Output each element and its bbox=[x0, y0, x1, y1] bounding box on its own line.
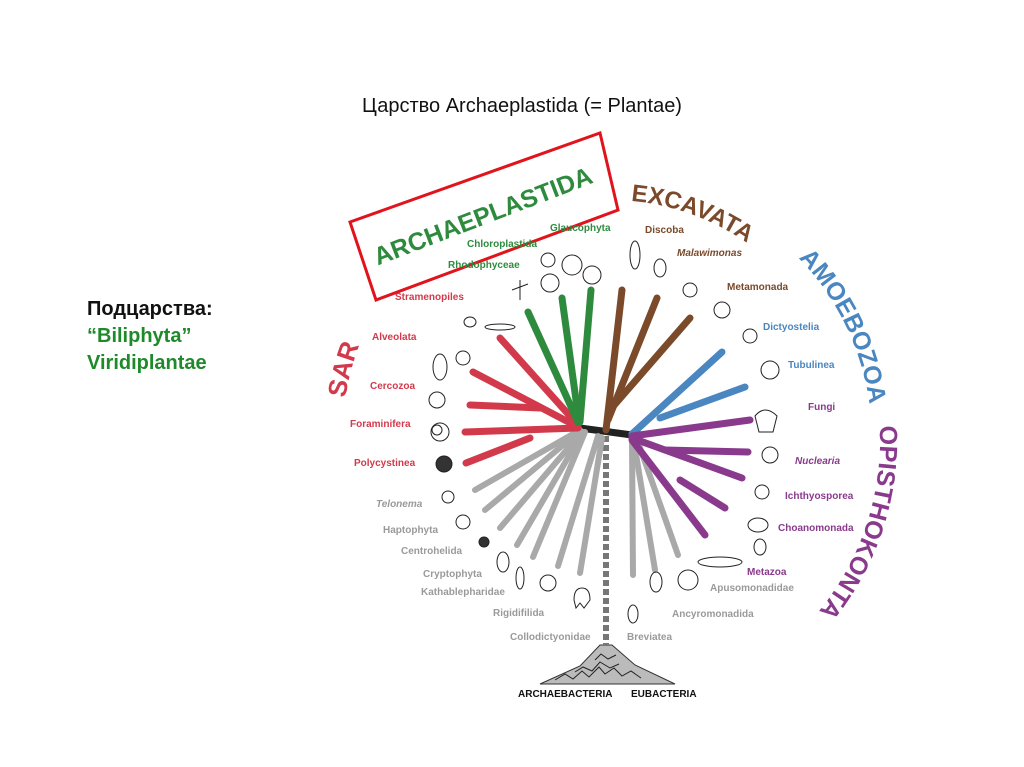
slide-title: Царство Archaeplastida (= Plantae) bbox=[362, 95, 682, 117]
taxon-foraminifera: Foraminifera bbox=[350, 419, 411, 430]
root-eubacteria: EUBACTERIA bbox=[631, 689, 697, 700]
subkingdom-viridiplantae: Viridiplantae bbox=[87, 352, 207, 374]
branch-stramenopiles bbox=[496, 334, 582, 429]
branch-rigidifilida bbox=[555, 433, 601, 569]
root-archaebacteria: ARCHAEBACTERIA bbox=[518, 689, 612, 700]
branch-metazoa bbox=[628, 436, 709, 539]
branch-ichthyosporea bbox=[628, 434, 746, 482]
branch-fungi bbox=[628, 416, 754, 440]
amoebozoa-branches bbox=[628, 348, 749, 438]
taxon-collodictyonidae: Collodictyonidae bbox=[510, 632, 591, 643]
branch-tubulinea bbox=[656, 383, 749, 422]
branch-cercozoa bbox=[466, 401, 544, 412]
taxon-metazoa: Metazoa bbox=[747, 567, 787, 578]
supergroup-excavata-label: EXCAVATA bbox=[630, 180, 758, 248]
taxon-breviatea: Breviatea bbox=[627, 632, 672, 643]
taxon-cryptophyta: Cryptophyta bbox=[423, 569, 482, 580]
taxon-centrohelida: Centrohelida bbox=[401, 546, 463, 557]
branch-collodictyonidae bbox=[577, 435, 605, 576]
taxon-polycystinea: Polycystinea bbox=[354, 458, 416, 469]
taxon-ichthyosporea: Ichthyosporea bbox=[785, 491, 854, 502]
taxon-stramenopiles: Stramenopiles bbox=[395, 292, 464, 303]
branch-nuclearia bbox=[661, 446, 752, 456]
other-branches bbox=[472, 427, 681, 578]
taxon-malawimonas: Malawimonas bbox=[677, 248, 742, 259]
supergroup-sar: SAR bbox=[322, 337, 365, 399]
opisthokonta-branches bbox=[628, 416, 754, 539]
supergroup-sar-label: SAR bbox=[322, 337, 365, 399]
supergroup-archaeplastida: ARCHAEPLASTIDA bbox=[370, 162, 597, 271]
taxon-chloroplastida: Chloroplastida bbox=[467, 239, 537, 250]
branch-choanomonada bbox=[676, 476, 729, 512]
taxon-metamonada: Metamonada bbox=[727, 282, 789, 293]
taxon-rhodophyceae: Rhodophyceae bbox=[448, 260, 520, 271]
branch-breviatea bbox=[629, 437, 636, 578]
branch-rhodophyceae bbox=[524, 308, 582, 426]
branch-centrohelida bbox=[497, 429, 585, 531]
organism-sketches bbox=[428, 240, 780, 624]
branch-haptophyta bbox=[482, 428, 583, 513]
taxon-discoba: Discoba bbox=[645, 225, 684, 236]
subkingdoms-heading: Подцарства: bbox=[87, 298, 213, 320]
taxon-nuclearia: Nuclearia bbox=[795, 456, 840, 467]
branch-alveolata bbox=[469, 368, 582, 431]
taxon-choanomonada: Choanomonada bbox=[778, 523, 854, 534]
branch-chloroplastida bbox=[558, 294, 583, 426]
taxon-cercozoa: Cercozoa bbox=[370, 381, 415, 392]
bacteria-mound bbox=[539, 644, 676, 685]
taxon-haptophyta: Haptophyta bbox=[383, 525, 438, 536]
branch-dictyostelia bbox=[628, 348, 726, 438]
subkingdom-biliphyta: “Biliphyta” bbox=[87, 325, 192, 347]
supergroup-excavata: EXCAVATA bbox=[630, 180, 758, 248]
branch-foraminifera bbox=[461, 424, 582, 436]
sar-branches bbox=[461, 334, 582, 467]
taxon-telonema: Telonema bbox=[376, 499, 423, 510]
subkingdoms-block: Подцарства: “Biliphyta” Viridiplantae bbox=[87, 296, 213, 377]
branch-glaucophyta bbox=[576, 286, 595, 426]
taxon-rigidifilida: Rigidifilida bbox=[493, 608, 545, 619]
taxon-ancyromonadida: Ancyromonadida bbox=[672, 609, 754, 620]
branch-kathablepharidae bbox=[530, 429, 588, 560]
archaeplastida-branches bbox=[524, 286, 595, 426]
taxon-kathablepharidae: Kathablepharidae bbox=[421, 587, 505, 598]
branch-telonema bbox=[472, 427, 583, 493]
taxon-tubulinea: Tubulinea bbox=[788, 360, 835, 371]
branch-cryptophyta bbox=[514, 429, 586, 548]
taxon-alveolata: Alveolata bbox=[372, 332, 417, 343]
taxon-fungi: Fungi bbox=[808, 402, 835, 413]
archaeplastida-highlight-box bbox=[348, 131, 620, 302]
taxon-glaucophyta: Glaucophyta bbox=[550, 223, 611, 234]
branch-ancyromonadida bbox=[631, 439, 658, 573]
bacteria-texture bbox=[554, 653, 642, 681]
branch-metamonada bbox=[606, 314, 694, 414]
excavata-branches bbox=[602, 286, 694, 434]
branch-polycystinea bbox=[462, 434, 534, 467]
taxon-apusomonadidae: Apusomonadidae bbox=[710, 583, 794, 594]
taxon-dictyostelia: Dictyostelia bbox=[763, 322, 820, 333]
